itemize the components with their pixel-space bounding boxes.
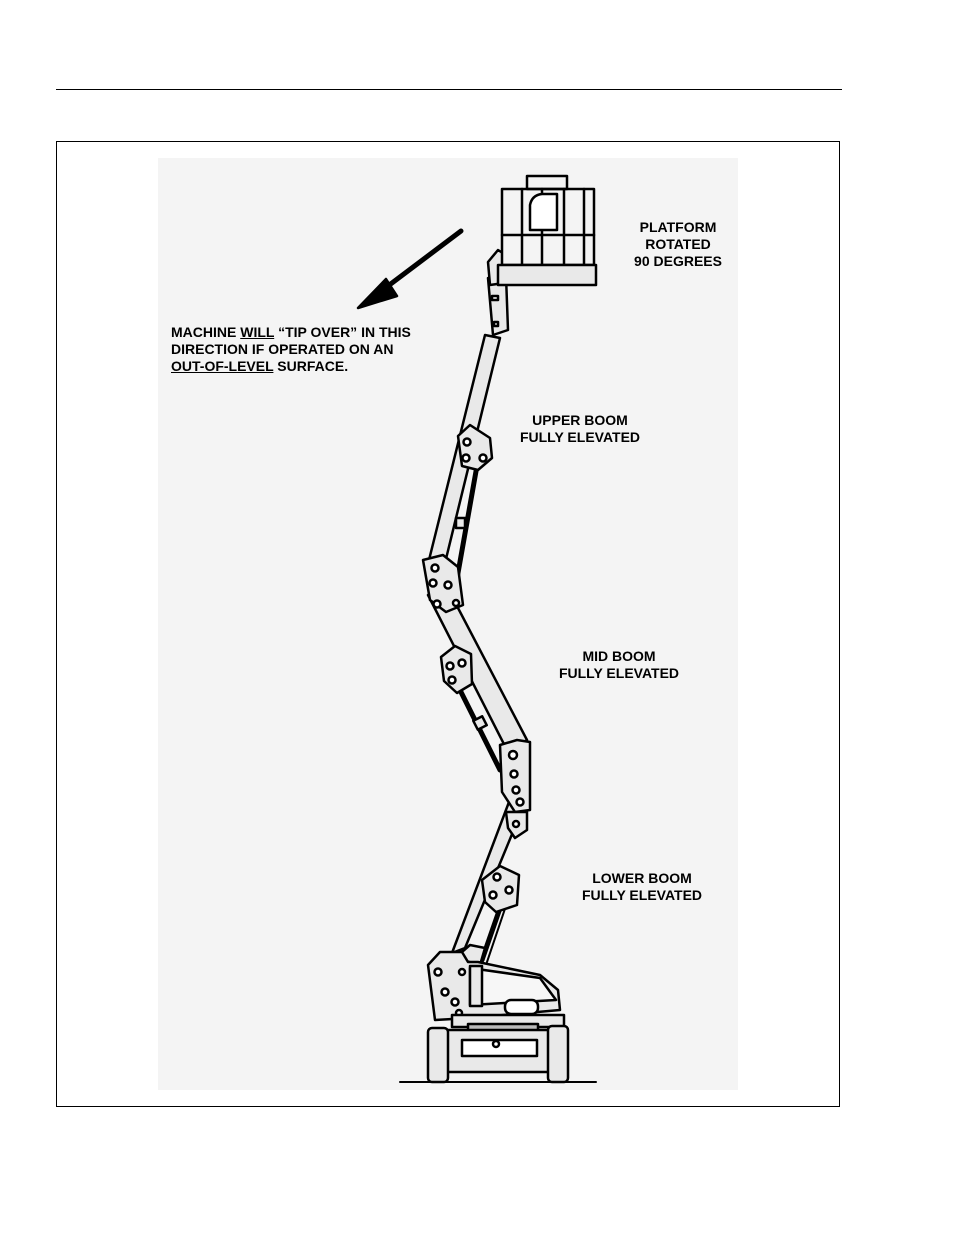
- warning-line-2: DIRECTION IF OPERATED ON AN: [171, 341, 394, 357]
- figure-frame: [56, 141, 840, 1107]
- platform-basket: [496, 174, 598, 287]
- upper-boom-label-line-1: UPPER BOOM: [532, 412, 628, 428]
- header-rule: [56, 89, 842, 90]
- chassis: [445, 1013, 567, 1074]
- lower-boom-label: LOWER BOOM FULLY ELEVATED: [567, 870, 717, 904]
- warning-text-surface: SURFACE.: [273, 358, 349, 374]
- wheel-right: [546, 1024, 570, 1084]
- upper-boom-label-line-2: FULLY ELEVATED: [519, 429, 641, 445]
- warning-text-tip-over: “TIP OVER” IN THIS: [274, 324, 411, 340]
- warning-text-out-of-level: OUT-OF-LEVEL: [171, 358, 274, 374]
- platform-label-line-3: 90 DEGREES: [634, 253, 722, 269]
- warning-text-machine: MACHINE: [171, 324, 241, 340]
- mid-boom-label-line-2: FULLY ELEVATED: [558, 665, 680, 681]
- warning-line-1: MACHINE WILL “TIP OVER” IN THIS: [171, 324, 411, 341]
- mid-boom-cylinder: [452, 677, 503, 773]
- mid-boom-label: MID BOOM FULLY ELEVATED: [544, 648, 694, 682]
- mid-boom-bracket: [439, 644, 474, 695]
- warning-text-will: WILL: [240, 324, 275, 340]
- mid-boom-label-line-1: MID BOOM: [582, 648, 656, 664]
- lower-boom-label-line-1: LOWER BOOM: [592, 870, 692, 886]
- tip-direction-arrow-icon: [356, 228, 464, 310]
- wheel-left: [426, 1026, 450, 1084]
- tip-over-warning: MACHINE WILL “TIP OVER” IN THIS DIRECTIO…: [171, 324, 411, 375]
- warning-line-3: OUT-OF-LEVEL SURFACE.: [171, 358, 411, 375]
- lower-boom-label-line-2: FULLY ELEVATED: [581, 887, 703, 903]
- platform-label-line-1: PLATFORM: [639, 219, 717, 235]
- turntable: [426, 943, 562, 1022]
- platform-label: PLATFORM ROTATED 90 DEGREES: [616, 219, 740, 270]
- upper-boom-label: UPPER BOOM FULLY ELEVATED: [505, 412, 655, 446]
- platform-label-line-2: ROTATED: [645, 236, 711, 252]
- upper-boom-bracket: [456, 423, 494, 472]
- lower-boom-bracket: [480, 864, 521, 914]
